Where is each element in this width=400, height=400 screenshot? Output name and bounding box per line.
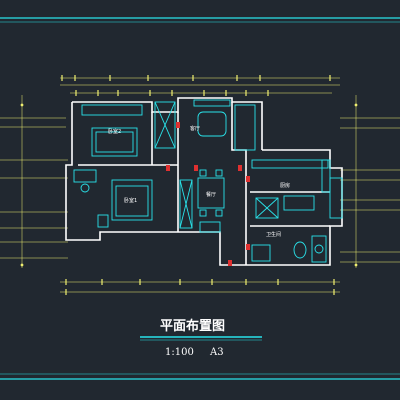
drawing-title: 平面布置图	[160, 318, 225, 334]
room-label-living: 客厅	[190, 125, 200, 132]
drawing-scale: 1:100	[165, 347, 194, 358]
right-leader-lines	[340, 95, 400, 268]
top-dimension-lines	[60, 75, 340, 96]
title-block: 平面布置图 1:100 A3	[140, 318, 262, 358]
room-label-bedroom2: 卧室2	[108, 128, 121, 135]
drawing-sheet: A3	[209, 347, 224, 358]
room-label-bathroom: 卫生间	[266, 231, 281, 238]
left-leader-lines	[0, 95, 68, 268]
door-markers	[166, 122, 250, 266]
room-labels: 卧室2 卧室1 客厅 餐厅 厨房 卫生间	[108, 125, 290, 238]
furniture	[73, 99, 343, 263]
room-label-kitchen: 厨房	[280, 182, 290, 189]
bottom-dimension-lines	[60, 279, 340, 295]
drawing-frame	[0, 17, 400, 380]
walls	[65, 97, 343, 266]
room-label-bedroom1: 卧室1	[124, 197, 137, 204]
room-label-dining: 餐厅	[206, 191, 216, 198]
